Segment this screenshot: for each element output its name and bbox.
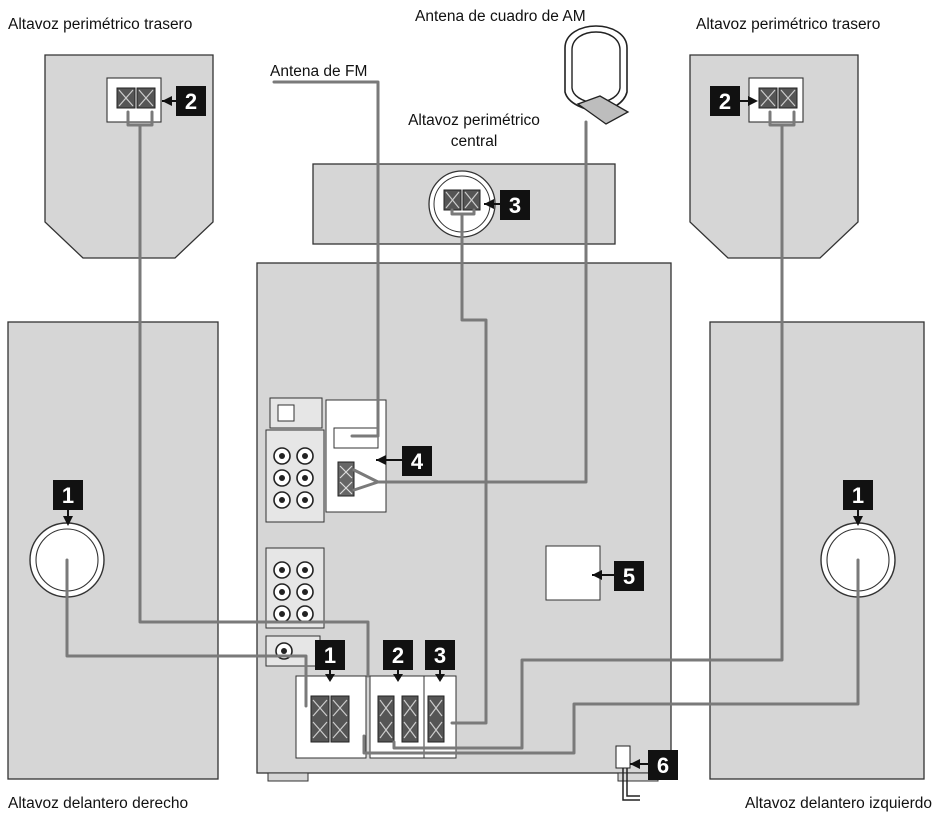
rca-jacks-upper xyxy=(265,429,325,523)
callout-badge-5-selector: 5 xyxy=(592,561,644,591)
badge-label: 6 xyxy=(657,753,669,778)
label-front-left: Altavoz delantero izquierdo xyxy=(745,795,932,812)
callout-badge-2-rear-left: 2 xyxy=(162,86,206,116)
rear-surround-speaker-left xyxy=(44,54,214,259)
labels: Altavoz perimétrico trasero Antena de cu… xyxy=(8,8,932,812)
callout-badge-6-power: 6 xyxy=(630,750,678,780)
badge-label: 4 xyxy=(411,449,424,474)
callout-badge-4-antenna: 4 xyxy=(376,446,432,476)
badge-label: 1 xyxy=(852,483,864,508)
callout-badge-3-center: 3 xyxy=(484,190,530,220)
label-rear-left: Altavoz perimétrico trasero xyxy=(8,16,192,33)
callout-badge-1-front-left: 1 xyxy=(843,480,873,526)
callout-badge-1-front-right: 1 xyxy=(53,480,83,526)
callout-badge-3-unit: 3 xyxy=(425,640,455,682)
front-speaker-left xyxy=(709,321,925,780)
cables xyxy=(65,80,860,755)
callout-badge-2-unit: 2 xyxy=(383,640,413,682)
speaker-terminal-rear-right xyxy=(758,87,798,109)
label-center-line2: central xyxy=(451,133,498,150)
label-am-antenna: Antena de cuadro de AM xyxy=(415,8,586,25)
main-unit-rear-panel xyxy=(256,262,672,801)
badge-label: 1 xyxy=(324,643,336,668)
label-front-right: Altavoz delantero derecho xyxy=(8,795,188,812)
label-center-line1: Altavoz perimétrico xyxy=(408,112,540,129)
callout-badges: 2 2 3 4 5 xyxy=(53,86,873,780)
callout-badge-1-unit: 1 xyxy=(315,640,345,682)
speaker-terminal-rear-left xyxy=(116,87,156,109)
rear-surround-speaker-right xyxy=(689,54,859,259)
badge-label: 2 xyxy=(185,89,197,114)
speaker-terminal-center xyxy=(443,189,481,211)
badge-label: 5 xyxy=(623,564,635,589)
unit-front-speaker-terminals xyxy=(295,675,367,759)
front-speaker-right xyxy=(7,321,219,780)
badge-label: 1 xyxy=(62,483,74,508)
label-fm-antenna: Antena de FM xyxy=(270,63,367,80)
badge-label: 3 xyxy=(509,193,521,218)
voltage-selector xyxy=(545,545,601,601)
unit-surround-center-terminals xyxy=(369,675,457,759)
center-surround-speaker xyxy=(312,163,616,245)
am-loop-antenna xyxy=(564,25,630,125)
label-rear-right: Altavoz perimétrico trasero xyxy=(696,16,880,33)
rca-jacks-lower xyxy=(265,547,325,629)
badge-label: 2 xyxy=(392,643,404,668)
badge-label: 3 xyxy=(434,643,446,668)
callout-badge-2-rear-right: 2 xyxy=(710,86,758,116)
badge-label: 2 xyxy=(719,89,731,114)
power-cord xyxy=(615,745,640,801)
antenna-terminal-block xyxy=(325,399,387,513)
